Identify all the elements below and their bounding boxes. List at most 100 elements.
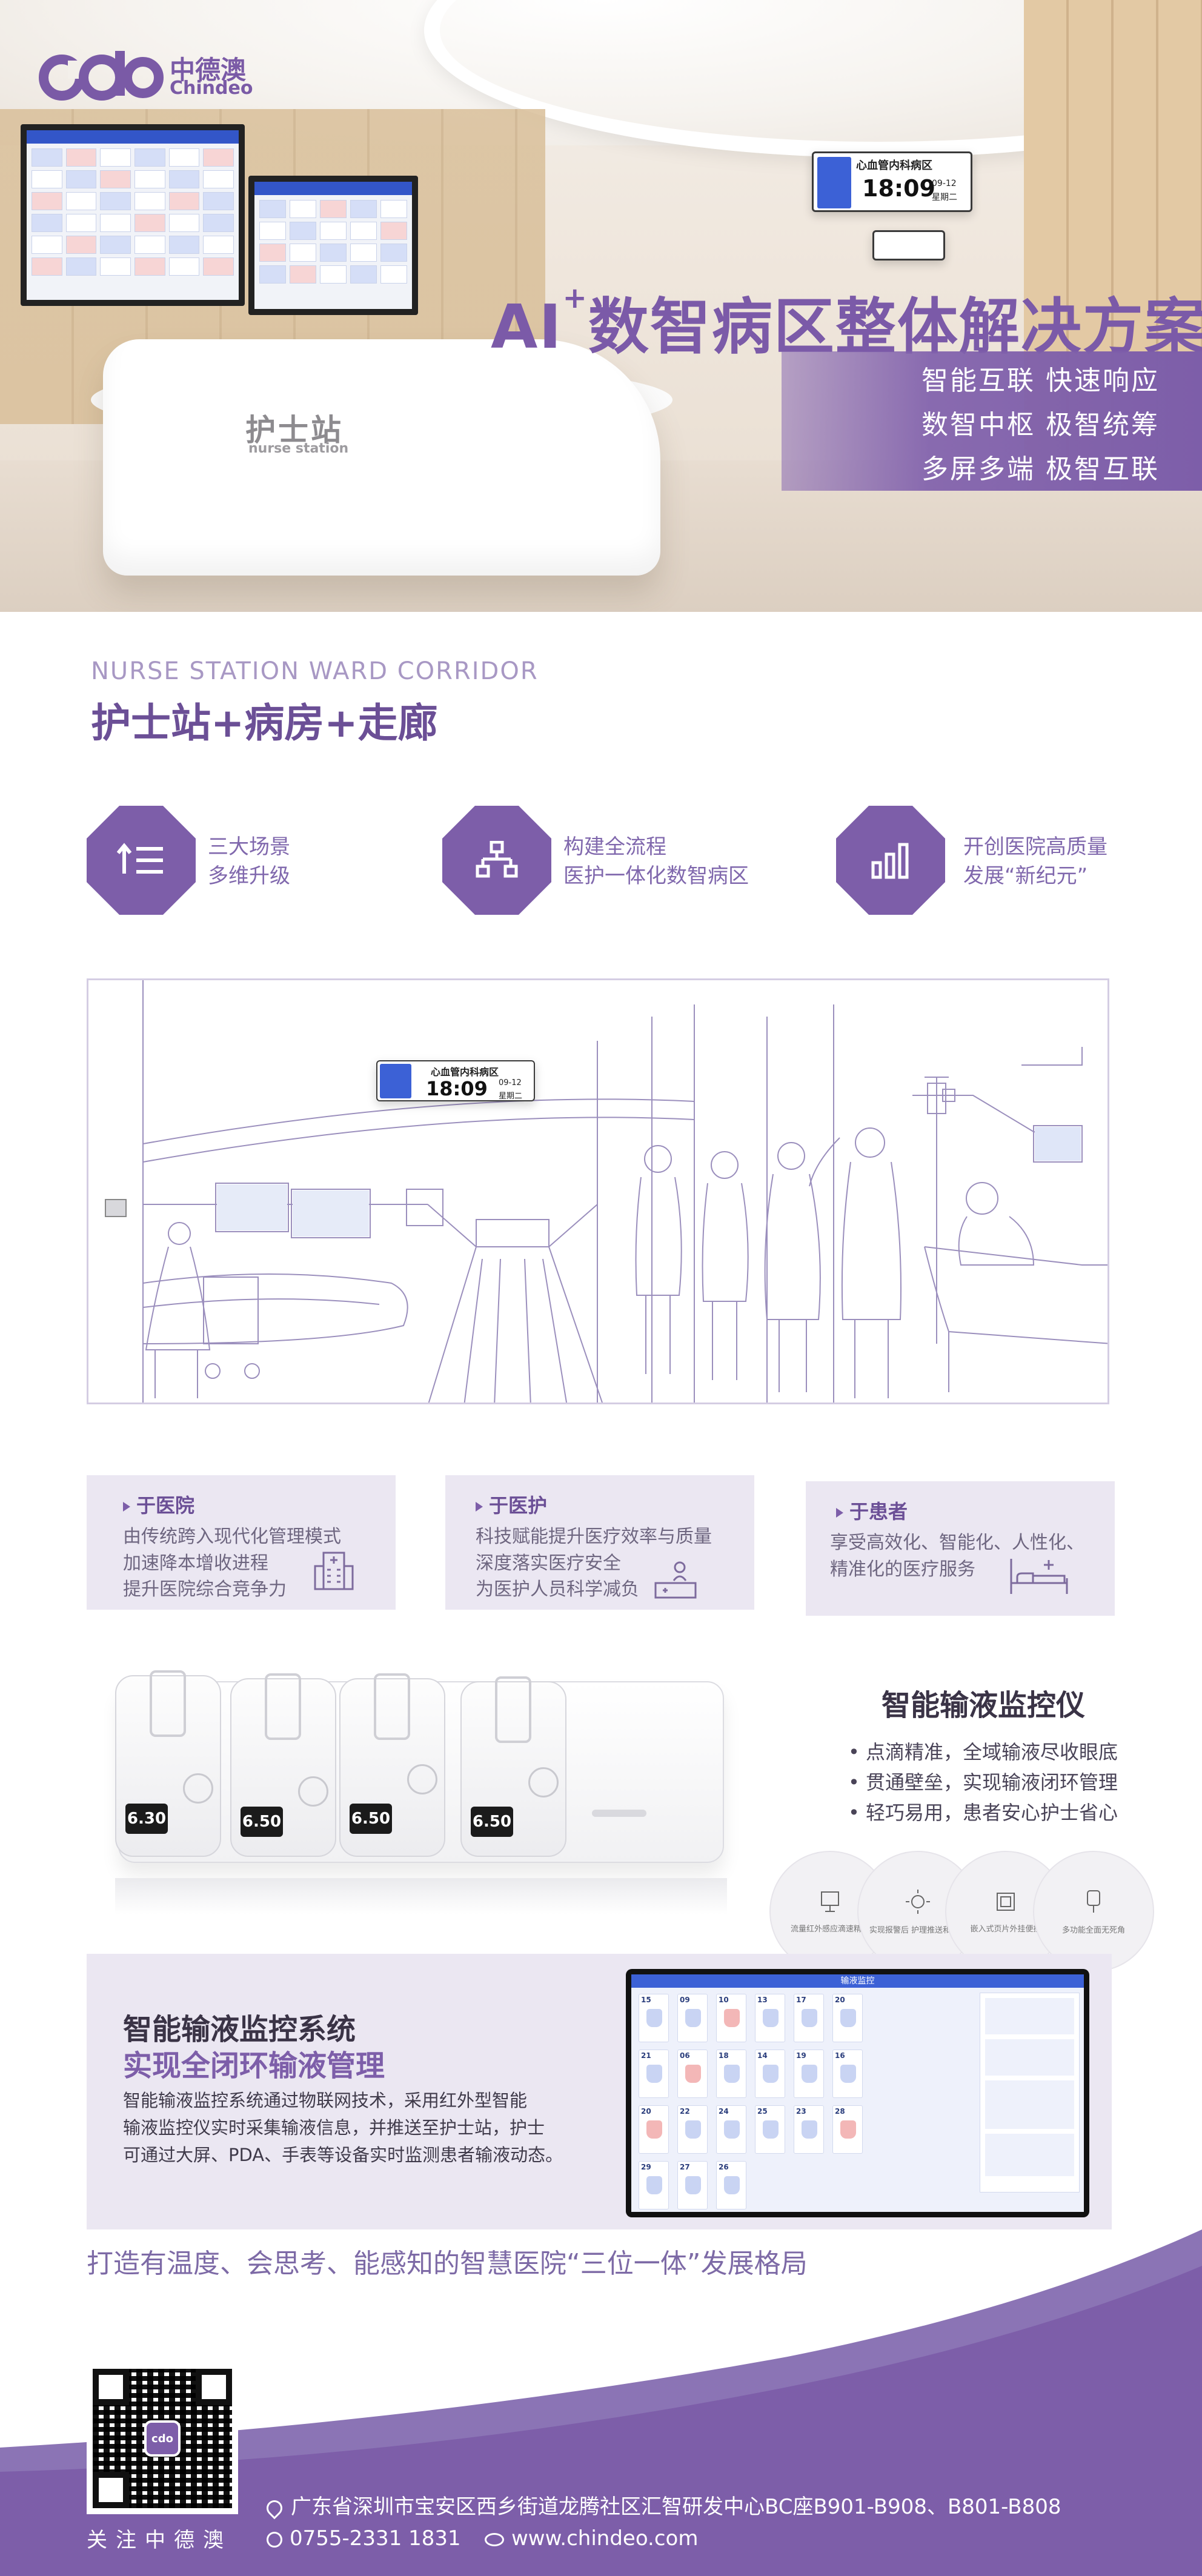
bed-tile[interactable]: 26	[716, 2161, 746, 2209]
iv-bag-icon	[685, 2065, 701, 2083]
phone[interactable]: 0755-2331 1831	[267, 2526, 461, 2551]
bed-tile[interactable]: 16	[832, 2050, 863, 2098]
hero-title-prefix: AI	[491, 291, 563, 362]
desk-label-cn: 护士站	[245, 413, 344, 448]
feature-1-line1: 三大场景	[208, 835, 290, 859]
device-screen-icon	[997, 1892, 1015, 1911]
bed-number: 10	[719, 1996, 729, 2004]
footer-wave	[0, 2229, 1202, 2576]
iv-bag-icon	[646, 2120, 662, 2139]
bed-number: 18	[719, 2051, 729, 2060]
feature-circle-iv-label: 多功能全面无死角	[1061, 1925, 1125, 1935]
drip-speed-icon	[821, 1891, 839, 1912]
bed-tile[interactable]: 10	[716, 1994, 746, 2042]
bed-tile[interactable]: 25	[755, 2105, 785, 2154]
pod-4-dial	[528, 1767, 559, 1798]
iv-bag-icon	[802, 2065, 817, 2083]
system-title-1: 智能输液监控系统	[123, 2013, 356, 2047]
brand-name-en: Chindeo	[170, 78, 253, 99]
benefit-staff-line2: 深度落实医疗安全	[476, 1552, 621, 1574]
bed-tile[interactable]: 15	[639, 1994, 669, 2042]
bed-tile[interactable]: 29	[639, 2161, 669, 2209]
iv-bag-icon	[724, 2009, 740, 2027]
bed-number: 21	[641, 2051, 651, 2060]
feature-2-line1: 构建全流程	[563, 835, 666, 859]
benefit-patient-line1: 享受高效化、智能化、人性化、	[830, 1532, 1084, 1553]
bed-number: 14	[757, 2051, 768, 2060]
system-description-line3: 可通过大屏、PDA、手表等设备实时监测患者输液动态。	[123, 2144, 563, 2165]
benefit-staff-line1: 科技赋能提升医疗效率与质量	[476, 1526, 712, 1547]
bed-tile[interactable]: 06	[677, 2050, 708, 2098]
pod-2-clamp	[265, 1673, 301, 1740]
bed-number: 20	[835, 1996, 845, 2004]
alarm-icon	[906, 1889, 930, 1914]
benefit-card-patient: 于患者 享受高效化、智能化、人性化、 精准化的医疗服务	[806, 1481, 1115, 1616]
iv-bag-icon	[685, 2120, 701, 2139]
infusion-pod-1: 6.30	[115, 1670, 221, 1857]
sketch-sign-dept: 心血管内科病区	[431, 1066, 499, 1078]
benefit-hospital-line3: 提升医院综合竞争力	[123, 1579, 287, 1600]
bed-number: 20	[641, 2107, 651, 2116]
infusion-pod-2: 6.50	[230, 1673, 336, 1857]
hub-label-strip	[592, 1810, 646, 1817]
feature-2-text: 构建全流程 医护一体化数智病区	[563, 833, 749, 891]
sketch-corridor-sign: 心血管内科病区 18:09 09-12 星期二	[376, 1060, 535, 1101]
brand-name-cn: 中德澳	[170, 55, 247, 85]
hero-banner: 心血管内科病区 18:09 09-12 星期二 护士站 nurse statio…	[0, 0, 1202, 612]
bed-tile[interactable]: 23	[794, 2105, 824, 2154]
qr-logo: cdo	[144, 2420, 181, 2457]
hero-title-main: 数智病区整体解决方案	[588, 291, 1202, 362]
slogan-band	[782, 351, 1202, 491]
website[interactable]: www.chindeo.com	[485, 2526, 698, 2551]
bed-tile[interactable]: 09	[677, 1994, 708, 2042]
phone-text: 0755-2331 1831	[290, 2526, 461, 2551]
bed-tile[interactable]: 13	[755, 1994, 785, 2042]
list-upgrade-icon	[87, 806, 196, 915]
bed-tile[interactable]: 24	[716, 2105, 746, 2154]
bed-tile[interactable]: 20	[639, 2105, 669, 2154]
iv-bag-icon	[802, 2009, 817, 2027]
system-description-line1: 智能输液监控系统通过物联网技术，采用红外型智能	[123, 2090, 528, 2111]
iv-bag-icon	[646, 2009, 662, 2027]
bed-tile[interactable]: 20	[832, 1994, 863, 2042]
bed-number: 15	[641, 1996, 651, 2004]
bed-tile[interactable]: 28	[832, 2105, 863, 2154]
location-pin-icon	[263, 2497, 286, 2519]
hero-slogan-1: 智能互联 快速响应	[921, 365, 1160, 396]
bed-tile[interactable]: 18	[716, 2050, 746, 2098]
iv-bag-icon	[646, 2065, 662, 2083]
bar-chart-icon	[836, 806, 945, 915]
iv-bag-icon	[840, 2065, 856, 2083]
bed-number: 16	[835, 2051, 845, 2060]
bed-tile[interactable]: 17	[794, 1994, 824, 2042]
benefit-patient-line2: 精准化的医疗服务	[830, 1558, 975, 1580]
iv-bag-icon	[685, 2009, 701, 2027]
bed-tile[interactable]: 27	[677, 2161, 708, 2209]
feature-3-line2: 发展“新纪元”	[963, 863, 1088, 888]
address-text: 广东省深圳市宝安区西乡街道龙腾社区汇智研发中心BC座B901-B908、B801…	[291, 2495, 1061, 2519]
iv-bag-icon	[763, 2120, 779, 2139]
qr-code[interactable]: cdo	[87, 2363, 238, 2514]
iv-bag-icon	[724, 2065, 740, 2083]
desk-label-en: nurse station	[248, 441, 349, 456]
benefit-title-staff-text: 于医护	[489, 1494, 548, 1517]
bed-tile[interactable]: 21	[639, 2050, 669, 2098]
product-bullet-3: • 轻巧易用，患者安心护士省心	[848, 1801, 1118, 1824]
benefit-body-staff: 科技赋能提升医疗效率与质量 深度落实医疗安全 为医护人员科学减负	[476, 1524, 712, 1603]
hero-title: AI+数智病区整体解决方案	[491, 277, 1202, 365]
sign-time: 18:09	[862, 175, 935, 202]
iv-bag-icon	[763, 2009, 779, 2027]
tagline: 打造有温度、会思考、能感知的智慧医院“三位一体”发展格局	[87, 2248, 808, 2279]
bed-tile[interactable]: 19	[794, 2050, 824, 2098]
benefit-title-hospital: 于医院	[123, 1490, 194, 1518]
iv-bag-icon	[724, 2120, 740, 2139]
phone-icon	[267, 2531, 282, 2548]
iv-bag-icon	[840, 2009, 856, 2027]
bed-tile[interactable]: 14	[755, 2050, 785, 2098]
iv-bag-icon	[1087, 1890, 1100, 1913]
sign-weekday: 星期二	[932, 193, 957, 202]
feature-1-text: 三大场景 多维升级	[208, 833, 290, 891]
bed-tile[interactable]: 22	[677, 2105, 708, 2154]
